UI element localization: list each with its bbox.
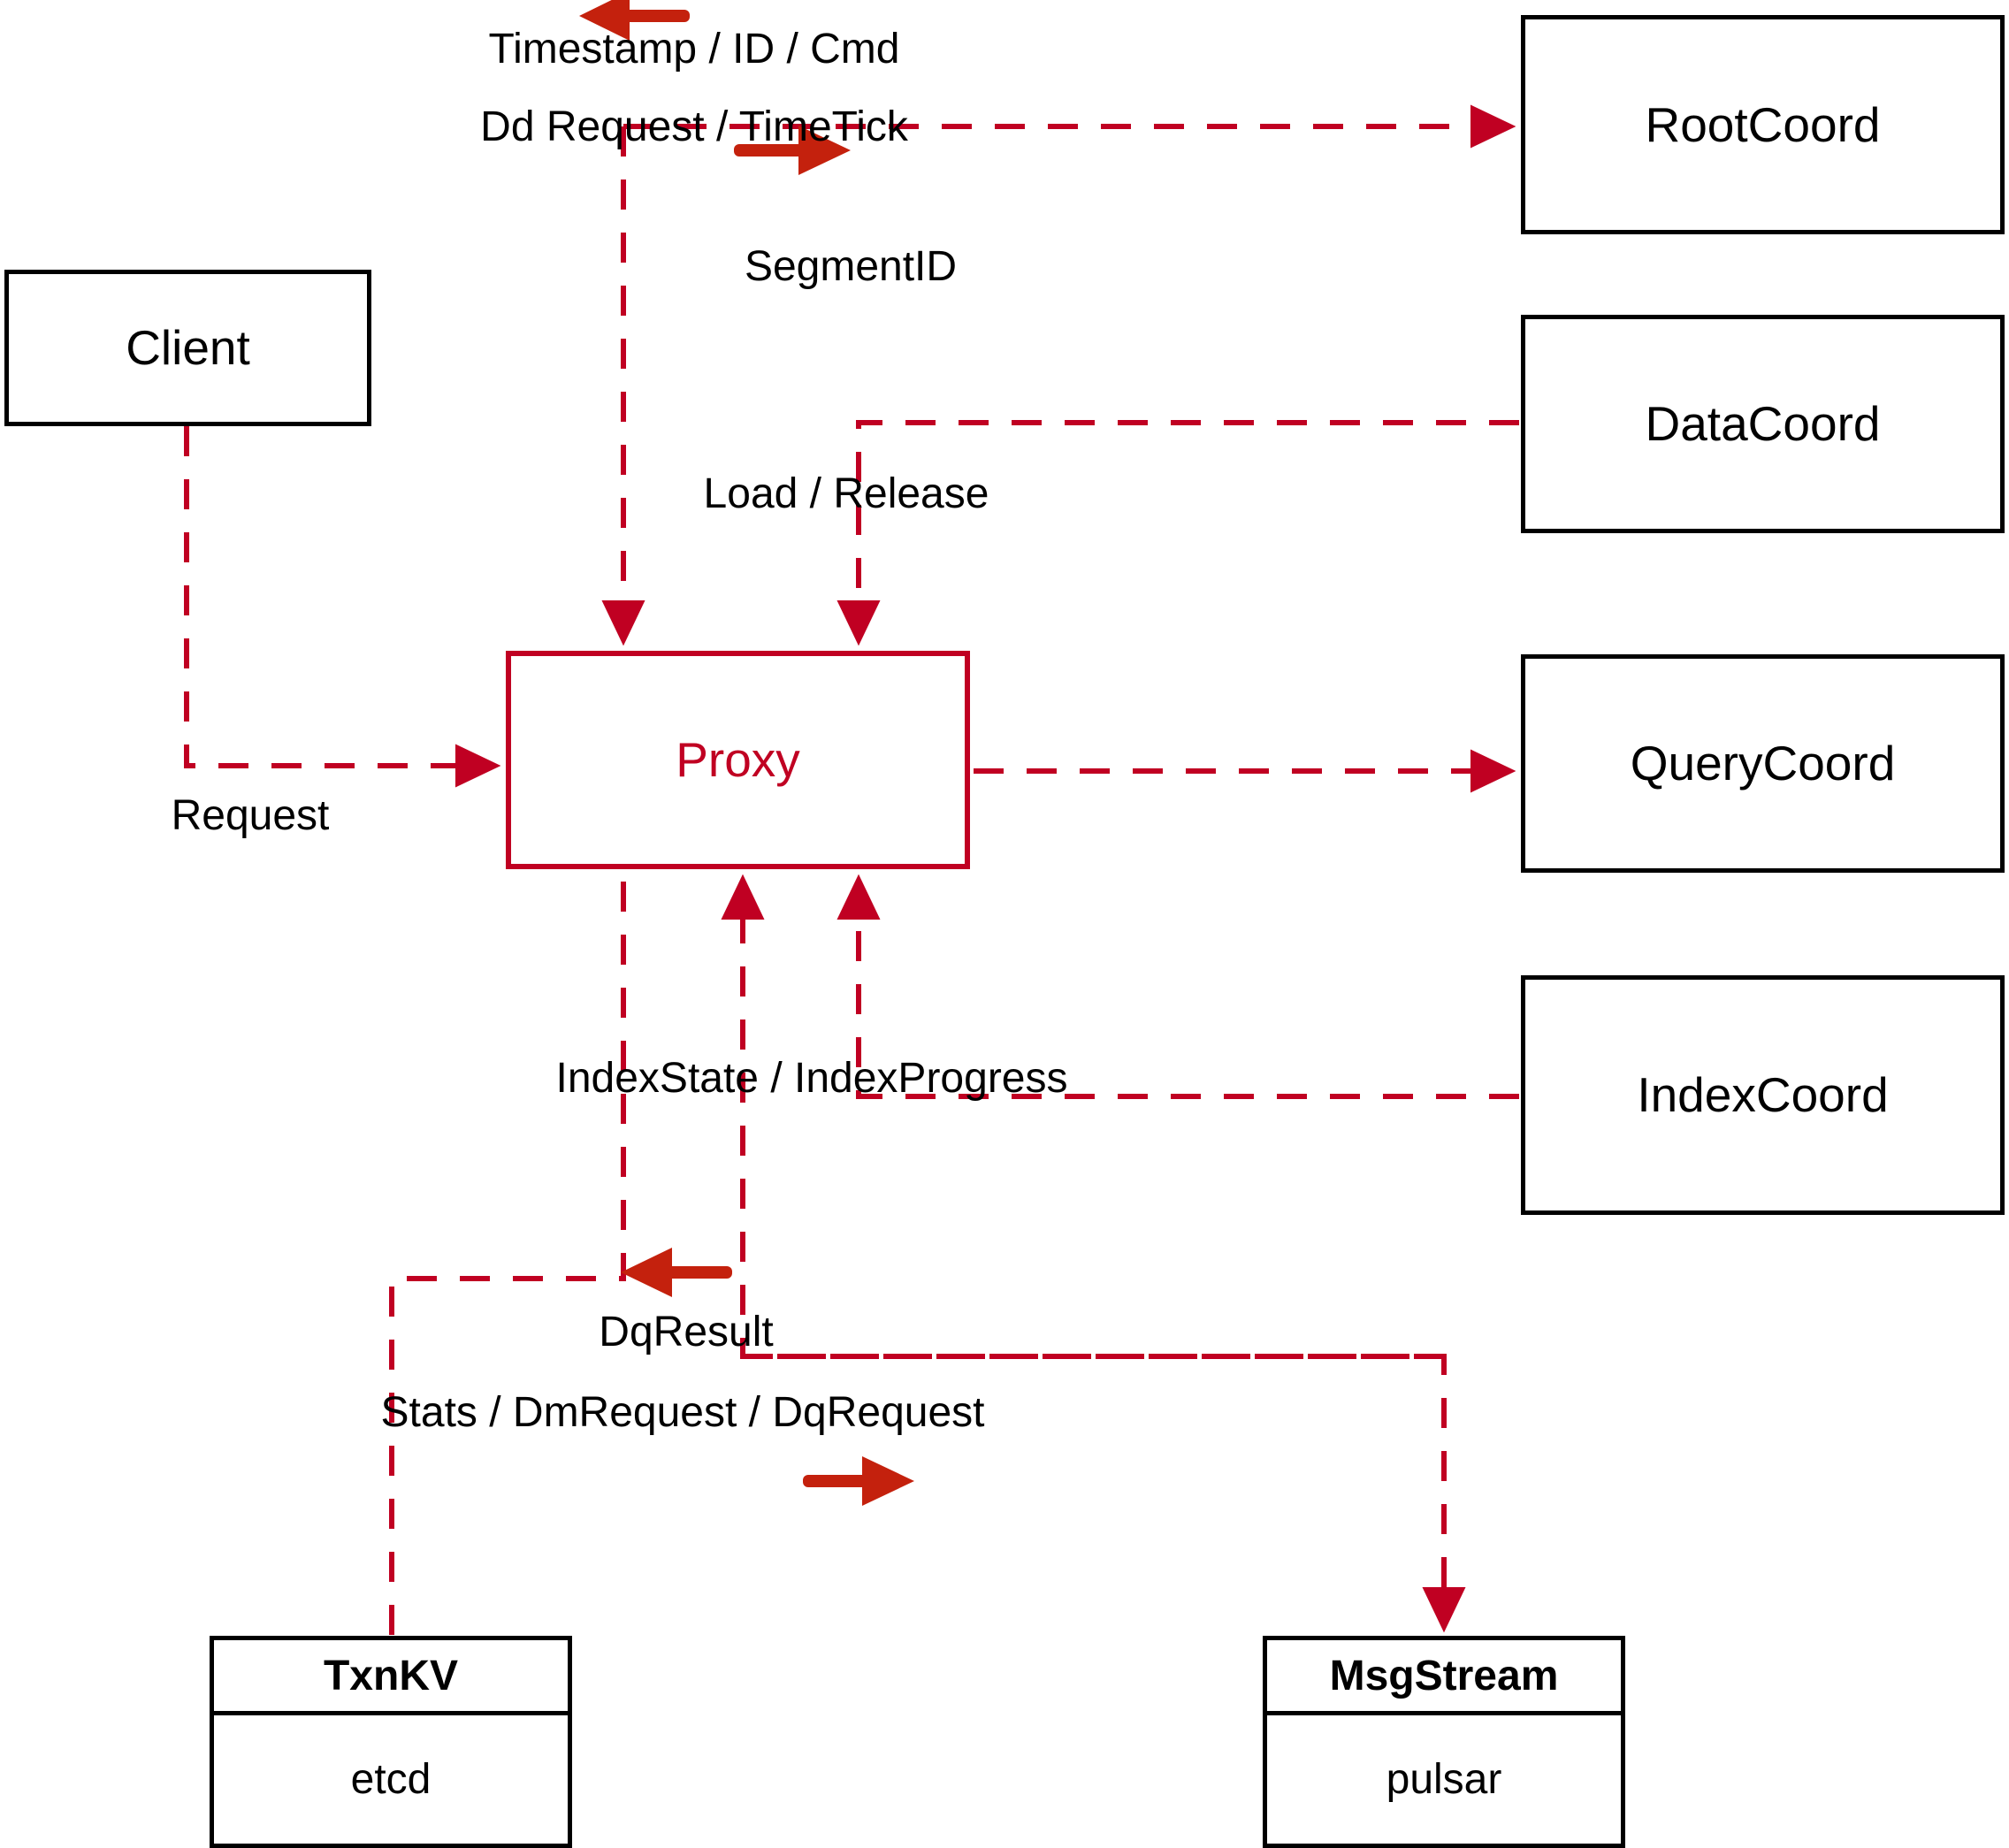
- edge-msgstream-to-proxy: [721, 874, 1444, 1359]
- node-rootcoord-label: RootCoord: [1645, 96, 1881, 152]
- node-rootcoord[interactable]: RootCoord: [1521, 15, 2005, 234]
- edge-label-request: Request: [171, 792, 330, 839]
- arrow-left-timestamp: [579, 0, 690, 41]
- edge-label-indexstate-indexprogress: IndexState / IndexProgress: [555, 1055, 1068, 1102]
- edge-proxy-to-msgstream: [743, 1354, 1466, 1633]
- arrow-right-ddrequest: [734, 126, 851, 175]
- edge-label-load-release: Load / Release: [703, 470, 989, 517]
- node-msgstream[interactable]: MsgStream pulsar: [1263, 1636, 1625, 1848]
- node-indexcoord[interactable]: IndexCoord: [1521, 975, 2005, 1215]
- node-txnkv[interactable]: TxnKV etcd: [210, 1636, 572, 1848]
- node-client[interactable]: Client: [4, 270, 371, 426]
- node-msgstream-body: pulsar: [1386, 1756, 1502, 1803]
- edge-proxy-to-txnkv: [389, 882, 626, 1636]
- node-proxy[interactable]: Proxy: [506, 651, 970, 869]
- edge-client-request: [184, 426, 501, 788]
- edge-datacoord-to-proxy: [836, 420, 1519, 646]
- edge-label-stats-dmrequest-dqrequest: Stats / DmRequest / DqRequest: [380, 1389, 985, 1436]
- edge-label-segmentid: SegmentID: [744, 243, 958, 290]
- node-proxy-label: Proxy: [676, 732, 800, 787]
- edge-indexcoord-to-proxy: [836, 874, 1519, 1099]
- node-client-label: Client: [126, 320, 250, 375]
- node-querycoord[interactable]: QueryCoord: [1521, 654, 2005, 873]
- arrow-right-dmrequest: [803, 1456, 914, 1506]
- node-querycoord-label: QueryCoord: [1630, 736, 1896, 790]
- edge-label-timestamp-id-cmd: Timestamp / ID / Cmd: [488, 26, 900, 73]
- arrow-left-dqresult: [621, 1248, 732, 1297]
- edge-label-dqresult: DqResult: [599, 1309, 774, 1355]
- node-indexcoord-label: IndexCoord: [1637, 1067, 1889, 1122]
- node-txnkv-body: etcd: [350, 1756, 432, 1803]
- node-txnkv-header: TxnKV: [214, 1640, 568, 1715]
- node-datacoord[interactable]: DataCoord: [1521, 315, 2005, 533]
- direction-indicator-arrows: [579, 0, 914, 1506]
- node-datacoord-label: DataCoord: [1645, 396, 1881, 451]
- node-msgstream-header: MsgStream: [1267, 1640, 1621, 1715]
- edge-label-dd-request-timetick: Dd Request / TimeTick: [480, 103, 908, 150]
